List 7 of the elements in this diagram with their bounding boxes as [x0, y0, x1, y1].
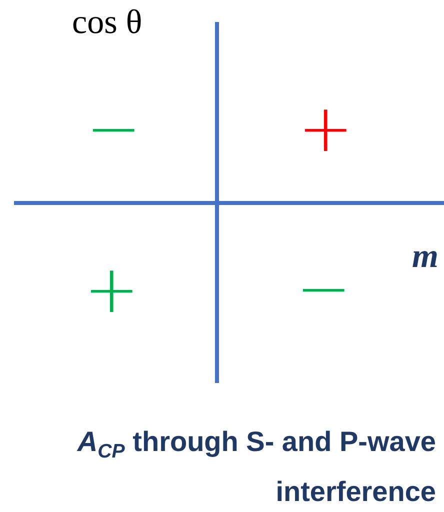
- plus-sign: +: [298, 96, 354, 162]
- plus-sign: +: [84, 257, 140, 323]
- axis-label: m: [412, 240, 438, 274]
- minus-sign: −: [86, 96, 142, 162]
- minus-sign: −: [296, 256, 352, 322]
- caption: A$_{CP}$ through S- and P-wave interference: [76, 425, 436, 509]
- axis-label: cos θ: [72, 6, 142, 40]
